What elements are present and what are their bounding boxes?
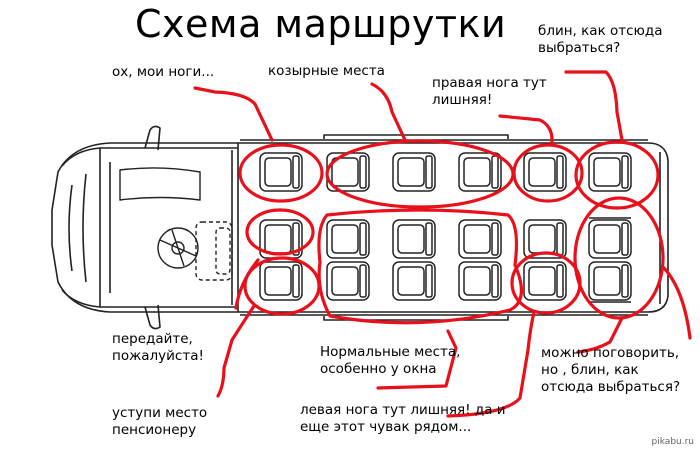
seat-middle-3 — [392, 219, 436, 259]
circle-normal — [317, 208, 523, 325]
seat-bottom-6 — [588, 261, 632, 301]
line-talk — [576, 316, 624, 354]
rear-bench — [589, 217, 631, 303]
line-pass — [234, 258, 260, 310]
annotations — [193, 70, 692, 418]
seat-bottom-1 — [259, 261, 303, 301]
line-right-leg — [498, 114, 554, 147]
seat-top-4 — [458, 152, 502, 192]
seat-bottom-3 — [392, 261, 436, 301]
line-pensioner — [216, 304, 256, 398]
seat-top-3 — [392, 152, 436, 192]
label-talk: можно поговорить, но , блин, как отсюда … — [541, 345, 681, 395]
seat-top-1 — [259, 152, 303, 192]
label-left-leg: левая нога тут лишняя! да и еще этот чув… — [300, 402, 506, 435]
circle-trump — [325, 139, 515, 209]
label-legs: ох, мои ноги... — [112, 64, 215, 80]
seat-bottom-4 — [458, 261, 502, 301]
label-normal: Нормальные места, особенно у окна — [320, 344, 461, 377]
seat-middle-1 — [259, 219, 303, 259]
label-exit-top: блин, как отсюда выбраться? — [538, 23, 663, 56]
circle-right-leg — [512, 143, 584, 203]
seat-bottom-5 — [523, 261, 567, 301]
page-title: Схема маршрутки — [135, 2, 507, 46]
circle-talk — [573, 196, 665, 320]
line-talk-right — [662, 266, 692, 340]
line-trump — [370, 82, 407, 142]
line-exit-top — [564, 70, 624, 142]
label-pass: передайте, пожалуйста! — [112, 331, 204, 364]
seat-rows — [259, 152, 632, 303]
seat-middle-2 — [326, 219, 370, 259]
side-mirrors — [144, 125, 161, 330]
label-trump: козырные места — [268, 63, 385, 79]
seat-middle-6 — [588, 219, 632, 259]
circle-exit-top — [574, 140, 660, 210]
line-normal — [376, 329, 458, 390]
seat-middle-4 — [458, 219, 502, 259]
line-legs — [193, 86, 274, 142]
seat-top-6 — [588, 152, 632, 192]
seat-top-5 — [523, 152, 567, 192]
circle-pass — [245, 208, 315, 256]
circle-legs — [238, 143, 324, 203]
watermark: pikabu.ru — [651, 437, 694, 447]
label-right-leg: правая нога тут лишняя! — [432, 75, 547, 108]
line-left-leg — [446, 310, 536, 418]
seat-bottom-2 — [326, 261, 370, 301]
driver-area — [119, 167, 233, 281]
label-pensioner: уступи место пенсионеру — [112, 405, 208, 438]
